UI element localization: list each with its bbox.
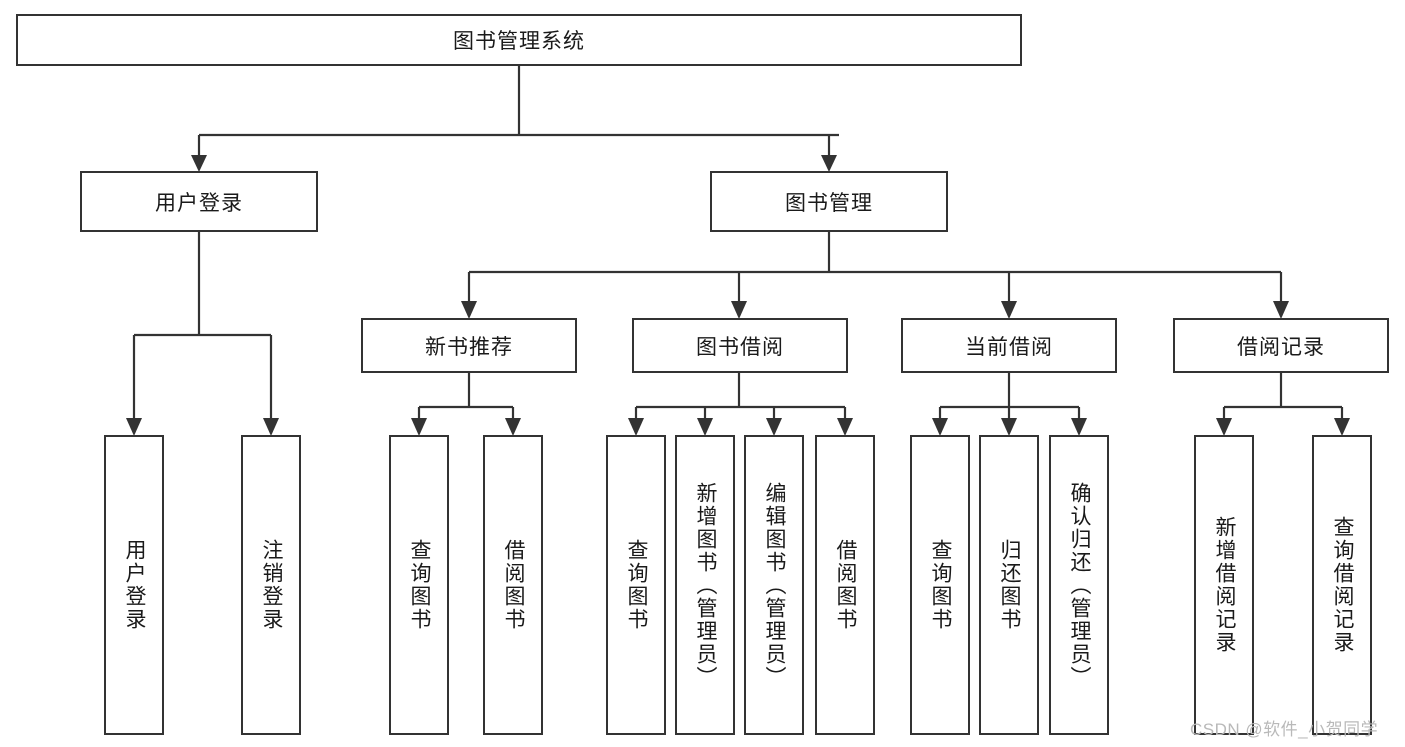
node-label: 查询图书 — [625, 539, 649, 631]
node-label: 注销登录 — [260, 539, 284, 631]
leaf-user-login[interactable]: 用户登录 — [104, 435, 164, 735]
node-label: 归还图书 — [998, 539, 1022, 631]
node-borrow-record[interactable]: 借阅记录 — [1173, 318, 1389, 373]
leaf-borrow-book-recommend[interactable]: 借阅图书 — [483, 435, 543, 735]
node-label: 确认归还（管理员） — [1068, 481, 1092, 689]
leaf-query-book-borrow[interactable]: 查询图书 — [606, 435, 666, 735]
node-label: 图书管理 — [785, 191, 873, 215]
node-label: 查询图书 — [408, 539, 432, 631]
node-label: 借阅记录 — [1237, 335, 1325, 359]
leaf-edit-book-admin[interactable]: 编辑图书（管理员） — [744, 435, 804, 735]
leaf-borrow-book-borrow[interactable]: 借阅图书 — [815, 435, 875, 735]
node-label: 图书管理系统 — [453, 30, 585, 53]
node-book-manage[interactable]: 图书管理 — [710, 171, 948, 232]
node-label: 借阅图书 — [502, 539, 526, 631]
leaf-query-borrow-record[interactable]: 查询借阅记录 — [1312, 435, 1372, 735]
node-book-borrow[interactable]: 图书借阅 — [632, 318, 848, 373]
leaf-return-book[interactable]: 归还图书 — [979, 435, 1039, 735]
leaf-add-book-admin[interactable]: 新增图书（管理员） — [675, 435, 735, 735]
leaf-logout-login[interactable]: 注销登录 — [241, 435, 301, 735]
node-label: 用户登录 — [123, 539, 147, 631]
leaf-confirm-return-admin[interactable]: 确认归还（管理员） — [1049, 435, 1109, 735]
node-label: 新增借阅记录 — [1213, 516, 1237, 654]
node-label: 查询图书 — [929, 539, 953, 631]
node-label: 用户登录 — [155, 191, 243, 215]
leaf-query-book-current[interactable]: 查询图书 — [910, 435, 970, 735]
node-label: 借阅图书 — [834, 539, 858, 631]
node-label: 新增图书（管理员） — [694, 481, 718, 689]
node-new-book-recommend[interactable]: 新书推荐 — [361, 318, 577, 373]
node-label: 查询借阅记录 — [1331, 516, 1355, 654]
csdn-watermark: CSDN @软件_小贺同学 — [1190, 720, 1379, 739]
node-user-login[interactable]: 用户登录 — [80, 171, 318, 232]
node-current-borrow[interactable]: 当前借阅 — [901, 318, 1117, 373]
node-label: 新书推荐 — [425, 335, 513, 359]
leaf-query-book-recommend[interactable]: 查询图书 — [389, 435, 449, 735]
node-label: 编辑图书（管理员） — [763, 481, 787, 689]
node-root-system[interactable]: 图书管理系统 — [16, 14, 1022, 66]
node-label: 图书借阅 — [696, 335, 784, 359]
leaf-add-borrow-record[interactable]: 新增借阅记录 — [1194, 435, 1254, 735]
node-label: 当前借阅 — [965, 335, 1053, 359]
